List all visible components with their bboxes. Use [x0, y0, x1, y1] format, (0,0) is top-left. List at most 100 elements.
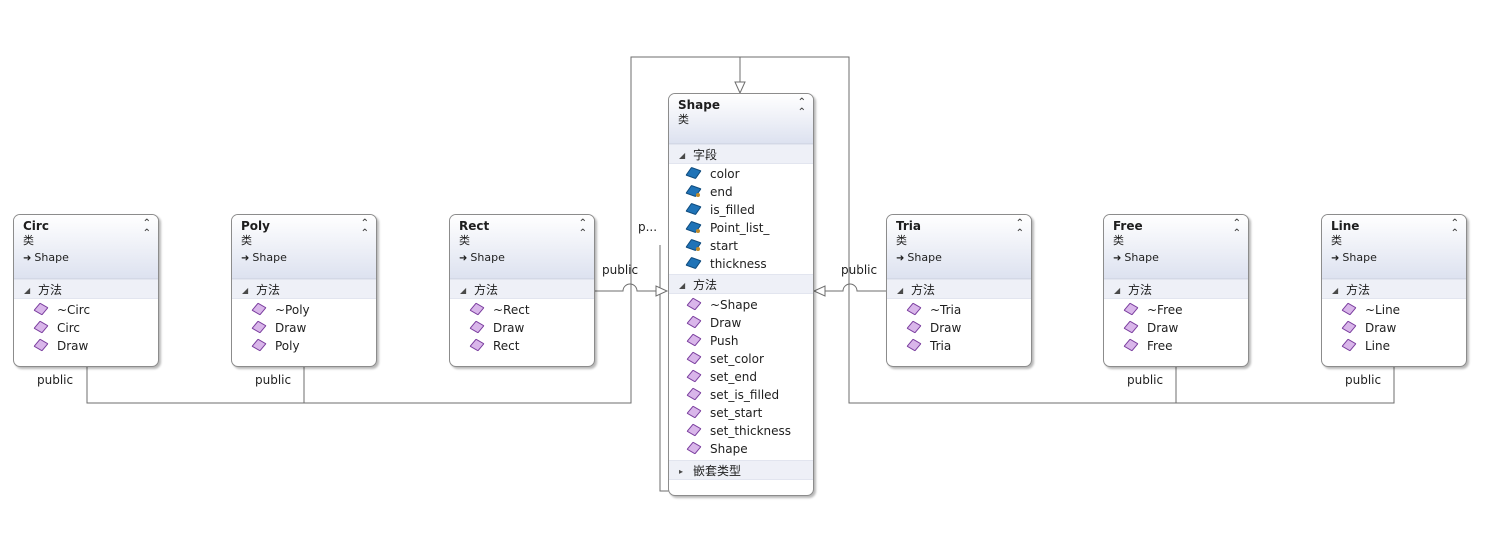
method-name: Push: [710, 334, 739, 348]
class-box-circ[interactable]: Circ 类 ➜Shape ⌃⌃ ◢方法 ~Circ Circ Draw: [13, 214, 159, 367]
field-name: start: [710, 239, 738, 253]
class-box-shape[interactable]: Shape 类 ⌃⌃ ◢字段 color end is_filled Point…: [668, 93, 814, 496]
section-label: 嵌套类型: [693, 464, 742, 478]
section-methods-header[interactable]: ◢方法: [14, 279, 158, 299]
field-item[interactable]: start: [669, 237, 813, 255]
field-item[interactable]: end: [669, 183, 813, 201]
method-item[interactable]: ~Circ: [14, 301, 158, 319]
method-name: Tria: [930, 339, 952, 353]
method-name: set_is_filled: [710, 388, 780, 402]
method-icon: [33, 338, 50, 352]
method-item[interactable]: ~Poly: [232, 301, 376, 319]
section-methods-header[interactable]: ◢方法: [1104, 279, 1248, 299]
collapse-icon[interactable]: ⌃⌃: [1015, 218, 1024, 239]
method-item[interactable]: Draw: [1104, 319, 1248, 337]
method-name: Draw: [57, 339, 89, 353]
class-name: Shape: [678, 98, 721, 112]
section-nested-types-header[interactable]: ▸ 嵌套类型: [669, 460, 813, 480]
collapse-icon[interactable]: ⌃⌃: [797, 97, 806, 118]
expanded-triangle-icon: ◢: [242, 286, 249, 295]
methods-list: ~Tria Draw Tria: [887, 299, 1031, 357]
collapse-icon[interactable]: ⌃⌃: [1232, 218, 1241, 239]
class-box-rect[interactable]: Rect 类 ➜Shape ⌃⌃ ◢方法 ~Rect Draw Rect: [449, 214, 595, 367]
methods-list: ~Rect Draw Rect: [450, 299, 594, 357]
collapse-icon[interactable]: ⌃⌃: [578, 218, 587, 239]
method-icon: [686, 333, 703, 347]
collapsed-triangle-icon: ▸: [679, 467, 684, 476]
method-item[interactable]: ~Tria: [887, 301, 1031, 319]
method-item[interactable]: Poly: [232, 337, 376, 355]
method-item[interactable]: Rect: [450, 337, 594, 355]
method-item[interactable]: ~Shape: [669, 296, 813, 314]
method-name: Draw: [710, 316, 742, 330]
method-name: Line: [1365, 339, 1391, 353]
method-icon: [686, 387, 703, 401]
method-icon: [1341, 320, 1358, 334]
section-methods-header[interactable]: ◢方法: [887, 279, 1031, 299]
method-item[interactable]: Draw: [669, 314, 813, 332]
class-box-tria[interactable]: Tria 类 ➜Shape ⌃⌃ ◢方法 ~Tria Draw Tria: [886, 214, 1032, 367]
section-methods-header[interactable]: ◢方法: [669, 274, 813, 294]
method-item[interactable]: set_thickness: [669, 422, 813, 440]
collapse-icon[interactable]: ⌃⌃: [360, 218, 369, 239]
method-item[interactable]: Draw: [887, 319, 1031, 337]
class-kind: 类: [459, 234, 470, 247]
method-item[interactable]: Tria: [887, 337, 1031, 355]
method-item[interactable]: set_color: [669, 350, 813, 368]
class-kind: 类: [23, 234, 34, 247]
method-item[interactable]: Push: [669, 332, 813, 350]
field-icon: [685, 166, 703, 180]
field-item[interactable]: Point_list_: [669, 219, 813, 237]
edge-label-free: public: [1127, 373, 1164, 387]
method-item[interactable]: ~Rect: [450, 301, 594, 319]
class-box-poly[interactable]: Poly 类 ➜Shape ⌃⌃ ◢方法 ~Poly Draw Poly: [231, 214, 377, 367]
arrowhead-right: [812, 285, 826, 297]
section-methods-header[interactable]: ◢方法: [450, 279, 594, 299]
section-methods-header[interactable]: ◢方法: [1322, 279, 1466, 299]
method-item[interactable]: set_end: [669, 368, 813, 386]
class-header: Tria 类 ➜Shape ⌃⌃: [887, 215, 1031, 279]
method-item[interactable]: Draw: [1322, 319, 1466, 337]
methods-list: ~Line Draw Line: [1322, 299, 1466, 357]
method-name: set_color: [710, 352, 764, 366]
method-item[interactable]: ~Line: [1322, 301, 1466, 319]
class-box-free[interactable]: Free 类 ➜Shape ⌃⌃ ◢方法 ~Free Draw Free: [1103, 214, 1249, 367]
method-item[interactable]: Draw: [232, 319, 376, 337]
method-icon: [686, 297, 703, 311]
method-name: set_start: [710, 406, 763, 420]
field-item[interactable]: thickness: [669, 255, 813, 273]
collapse-icon[interactable]: ⌃⌃: [1450, 218, 1459, 239]
inherits-arrow-icon: ➜: [23, 253, 32, 264]
method-item[interactable]: Free: [1104, 337, 1248, 355]
section-fields-header[interactable]: ◢字段: [669, 144, 813, 164]
methods-list: ~Circ Circ Draw: [14, 299, 158, 357]
section-methods-header[interactable]: ◢方法: [232, 279, 376, 299]
method-item[interactable]: Draw: [14, 337, 158, 355]
section-label: 方法: [1346, 283, 1371, 297]
method-item[interactable]: ~Free: [1104, 301, 1248, 319]
method-icon: [906, 320, 923, 334]
field-item[interactable]: color: [669, 165, 813, 183]
method-item[interactable]: Shape: [669, 440, 813, 458]
method-item[interactable]: Line: [1322, 337, 1466, 355]
class-name: Line: [1331, 219, 1360, 233]
field-item[interactable]: is_filled: [669, 201, 813, 219]
method-item[interactable]: Draw: [450, 319, 594, 337]
method-name: set_thickness: [710, 424, 792, 438]
method-item[interactable]: set_start: [669, 404, 813, 422]
method-icon: [33, 302, 50, 316]
method-icon: [686, 405, 703, 419]
method-item[interactable]: Circ: [14, 319, 158, 337]
protected-field-icon: [685, 220, 703, 234]
class-name: Circ: [23, 219, 49, 233]
method-icon: [469, 302, 486, 316]
collapse-icon[interactable]: ⌃⌃: [142, 218, 151, 239]
method-name: Draw: [1365, 321, 1397, 335]
expanded-triangle-icon: ◢: [679, 281, 686, 290]
class-box-line[interactable]: Line 类 ➜Shape ⌃⌃ ◢方法 ~Line Draw Line: [1321, 214, 1467, 367]
class-header: Shape 类 ⌃⌃: [669, 94, 813, 144]
connector-circ: [86, 56, 741, 404]
method-item[interactable]: set_is_filled: [669, 386, 813, 404]
base-class-ref: ➜Shape: [1113, 251, 1159, 264]
base-class-ref: ➜Shape: [23, 251, 69, 264]
